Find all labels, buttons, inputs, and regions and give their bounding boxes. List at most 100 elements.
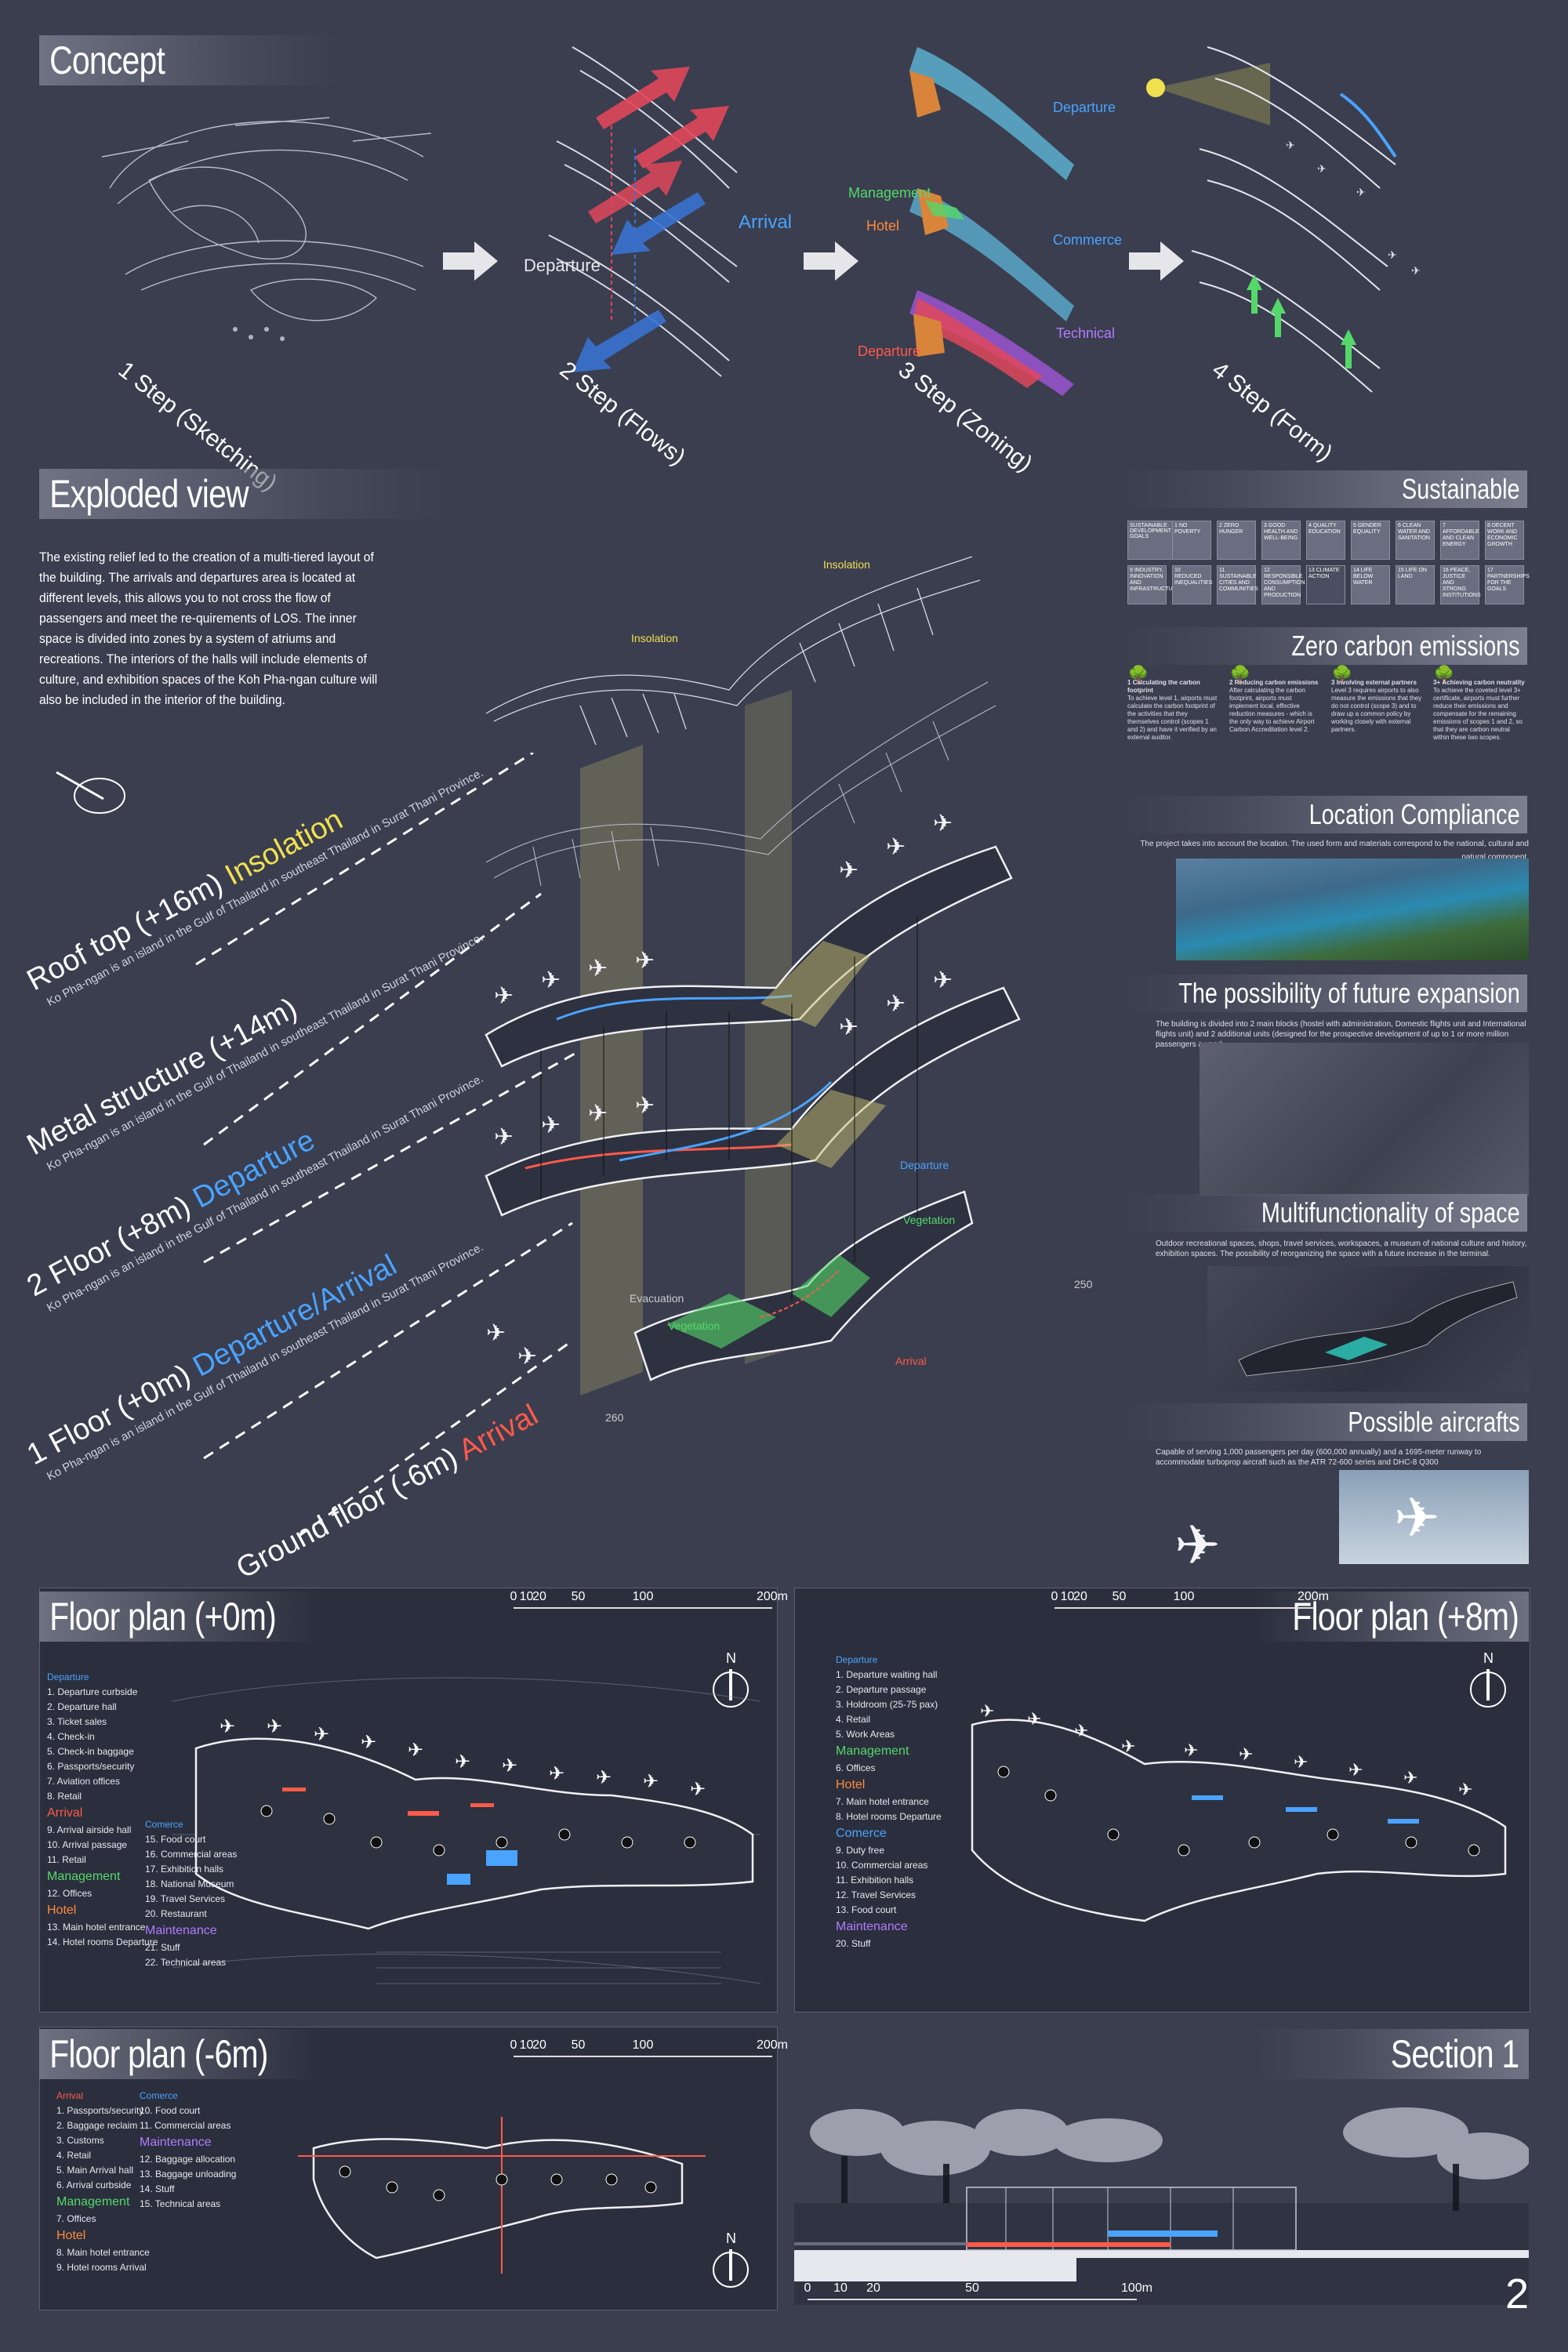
- aircraft-text: Capable of serving 1,000 passengers per …: [1156, 1448, 1482, 1467]
- svg-text:✈: ✈: [361, 1732, 376, 1753]
- svg-text:✈: ✈: [1294, 1752, 1308, 1772]
- svg-text:✈: ✈: [1356, 186, 1366, 198]
- sdg-tile: 10 REDUCED INEQUALITIES: [1172, 565, 1212, 604]
- sdg-header: SUSTAINABLE DEVELOPMENT GOALS: [1127, 521, 1173, 560]
- fpm6-plan: [298, 2117, 706, 2274]
- arrow-right-icon: [804, 241, 858, 281]
- svg-text:✈: ✈: [588, 956, 608, 982]
- level-dashed-lines: [195, 753, 580, 1537]
- svg-text:✈: ✈: [1074, 1721, 1088, 1740]
- vegetation-label-1: Vegetation: [903, 1214, 956, 1226]
- exploded-title: Exploded view: [49, 472, 249, 516]
- fp8-banner: Floor plan (+8m): [1254, 1592, 1529, 1642]
- sustainable-title: Sustainable: [1401, 473, 1520, 505]
- fpm6-scale-bar: 0 10 20 50 100 200m: [510, 2038, 788, 2062]
- sdg-tile: 11 SUSTAINABLE CITIES AND COMMUNITIES: [1217, 565, 1258, 604]
- insolation-label-2: Insolation: [631, 632, 678, 644]
- concept-banner: Concept: [39, 35, 337, 85]
- multi-banner: Multifunctionality of space: [1120, 1194, 1527, 1232]
- sdg-tile: 8 DECENT WORK AND ECONOMIC GROWTH: [1485, 521, 1524, 560]
- sdg-tile: 6 CLEAN WATER AND SANITATION: [1396, 521, 1435, 560]
- concept-title: Concept: [49, 38, 165, 82]
- zero-carbon-banner: Zero carbon emissions: [1120, 627, 1527, 665]
- svg-text:✈: ✈: [1411, 264, 1421, 277]
- expansion-banner: The possibility of future expansion: [1120, 975, 1527, 1012]
- zero-carbon-title: Zero carbon emissions: [1291, 630, 1520, 662]
- exploded-arrival-label: Arrival: [895, 1355, 927, 1367]
- svg-text:✈: ✈: [643, 1771, 659, 1792]
- svg-text:✈: ✈: [1388, 249, 1397, 261]
- sustainable-banner: Sustainable: [1120, 470, 1527, 508]
- fp0-plan: ✈✈✈✈✈✈✈✈✈✈✈: [172, 1677, 760, 1984]
- expansion-title: The possibility of future expansion: [1178, 977, 1520, 1009]
- svg-text:✈: ✈: [1348, 1760, 1363, 1780]
- svg-text:✈: ✈: [455, 1751, 470, 1773]
- exploded-departure-label: Departure: [900, 1159, 949, 1171]
- fp0-banner: Floor plan (+0m): [39, 1592, 321, 1642]
- fpm6-legend-right: Comerce 10. Food court 11. Commercial ar…: [140, 2090, 237, 2209]
- svg-text:✈: ✈: [933, 811, 953, 837]
- coast-photo: [1176, 858, 1529, 960]
- svg-text:✈: ✈: [1286, 139, 1295, 151]
- svg-text:✈: ✈: [541, 1112, 561, 1138]
- zoning-diagram: [909, 47, 1074, 396]
- sdg-tile: 9 INDUSTRY, INNOVATION AND INFRASTRUCTUR…: [1127, 565, 1180, 604]
- sdg-tile: 5 GENDER EQUALITY: [1351, 521, 1390, 560]
- exploded-banner: Exploded view: [39, 469, 447, 519]
- fpm6-legend-left: Arrival 1. Passports/security 2. Baggage…: [56, 2090, 150, 2273]
- fpm6-title: Floor plan (-6m): [49, 2032, 268, 2076]
- airplane-icon: ✈: [1394, 1487, 1440, 1548]
- form-diagram: ✈✈✈✈✈: [1146, 46, 1421, 393]
- exploded-description: The existing relief led to the creation …: [39, 550, 378, 707]
- zone-management: Management: [848, 185, 931, 201]
- sdg-tile: 3 GOOD HEALTH AND WELL-BEING: [1261, 521, 1301, 560]
- carbon-steps: 🌳 1 Calculating the carbon footprint To …: [1127, 665, 1529, 789]
- vegetation-label-2: Vegetation: [668, 1319, 720, 1332]
- svg-text:✈: ✈: [980, 1701, 994, 1721]
- svg-text:✈: ✈: [588, 1101, 608, 1127]
- carbon-step-1: 🌳 1 Calculating the carbon footprint To …: [1127, 666, 1220, 742]
- carbon-step-3: 🌳 3 Involving external partners Level 3 …: [1331, 666, 1424, 734]
- fpm6-banner: Floor plan (-6m): [39, 2029, 321, 2079]
- multi-render-shape: [1238, 1281, 1518, 1377]
- fp8-plan: ✈✈✈✈✈✈✈✈✈✈: [971, 1701, 1507, 1922]
- location-text: The project takes into account the locat…: [1140, 840, 1529, 862]
- zone-hotel: Hotel: [866, 218, 900, 234]
- carbon-step-4: 🌳 3+ Achieving carbon neutrality To achi…: [1433, 665, 1525, 742]
- sdg-tile: 12 RESPONSIBLE CONSUMPTION AND PRODUCTIO…: [1261, 565, 1305, 604]
- aircraft-photo-2: ✈: [1339, 1470, 1529, 1564]
- sdg-tile: 13 CLIMATE ACTION: [1306, 565, 1345, 604]
- fp0-legend-left: Departure 1. Departure curbside 2. Depar…: [47, 1671, 158, 1947]
- fp0-scale-bar: 0 10 20 50 100 200m: [510, 1590, 788, 1613]
- multi-title: Multifunctionality of space: [1261, 1196, 1520, 1229]
- tree-icon: 🌳: [1433, 665, 1455, 684]
- tree-icon: 🌳: [1229, 665, 1251, 684]
- carbon-step-2: 🌳 2 Reducing carbon emissions After calc…: [1229, 665, 1322, 734]
- svg-text:✈: ✈: [886, 991, 906, 1017]
- svg-text:✈: ✈: [502, 1755, 517, 1777]
- svg-text:✈: ✈: [494, 1124, 514, 1150]
- flows-diagram: [548, 46, 738, 377]
- sdg-tile: 15 LIFE ON LAND: [1396, 565, 1435, 604]
- zone-departure-top: Departure: [1053, 100, 1116, 115]
- multi-render: [1207, 1266, 1529, 1392]
- multi-text: Outdoor recreational spaces, shops, trav…: [1156, 1240, 1527, 1258]
- svg-text:✈: ✈: [1458, 1780, 1472, 1799]
- sdg-tile: 4 QUALITY EDUCATION: [1306, 521, 1345, 560]
- svg-text:✈: ✈: [541, 967, 561, 993]
- aircraft-title: Possible aircrafts: [1348, 1406, 1520, 1438]
- exploded-diagram: ✈✈✈✈ ✈✈✈ ✈✈✈✈ ✈✈✈ ✈✈: [485, 556, 1021, 1396]
- page-number: 2: [1505, 2270, 1530, 2318]
- fp0-compass: N: [713, 1650, 749, 1708]
- arrow-right-icon: [443, 241, 498, 281]
- sdg-tile: 2 ZERO HUNGER: [1217, 521, 1256, 560]
- section-scale-bar: 0 10 20 50 100m: [804, 2281, 1152, 2305]
- zone-technical: Technical: [1056, 325, 1116, 341]
- svg-text:✈: ✈: [839, 1014, 858, 1040]
- location-title: Location Compliance: [1308, 798, 1520, 830]
- svg-text:✈: ✈: [267, 1716, 282, 1737]
- contour-250: 250: [1074, 1278, 1093, 1290]
- sketch-drawing: [101, 117, 432, 341]
- section-title: Section 1: [1390, 2032, 1519, 2076]
- sdg-tile: 16 PEACE, JUSTICE AND STRONG INSTITUTION…: [1440, 565, 1481, 604]
